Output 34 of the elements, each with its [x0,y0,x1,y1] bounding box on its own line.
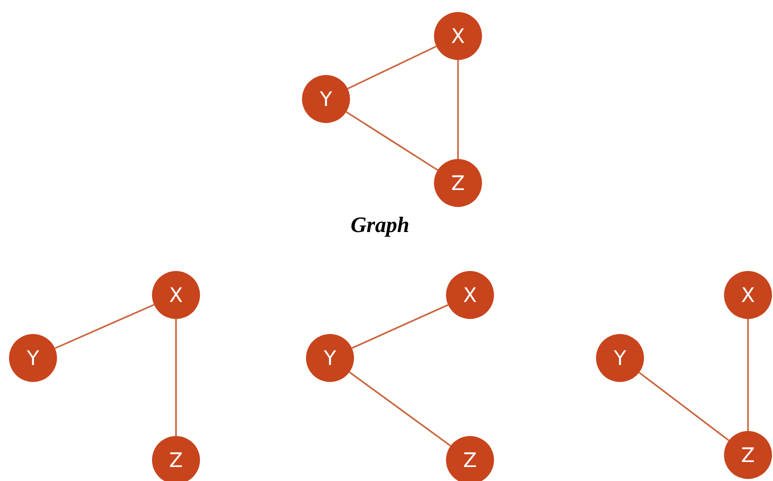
edge-line [346,111,438,171]
node-circle [446,271,494,319]
node-circle [434,12,482,60]
node-circle [724,271,772,319]
node-circle [9,334,57,382]
edge-line [747,319,749,431]
node-label: Z [741,445,755,465]
node-circle [434,159,482,207]
edge-line [348,371,452,447]
node-label: Y [324,348,336,368]
node-label: Y [26,348,40,368]
node-label: Y [614,348,626,368]
edge-line [175,319,177,436]
edge-line [638,372,730,442]
edge-line [54,304,154,350]
node-circle [446,436,494,481]
node-label: Z [451,173,465,193]
node-label: X [451,26,465,46]
node-circle [302,75,350,123]
caption: Graph [350,212,410,238]
node-label: X [463,285,477,305]
node-circle [596,334,644,382]
edge-line [457,60,459,159]
node-label: Z [169,450,183,470]
node-label: Z [463,450,477,470]
node-label: Y [320,89,332,109]
node-circle [152,436,200,481]
node-circle [724,431,772,479]
node-label: X [741,285,755,305]
edge-line [347,46,437,90]
node-label: X [169,285,183,305]
node-circle [306,334,354,382]
edge-line [352,304,448,349]
node-circle [152,271,200,319]
